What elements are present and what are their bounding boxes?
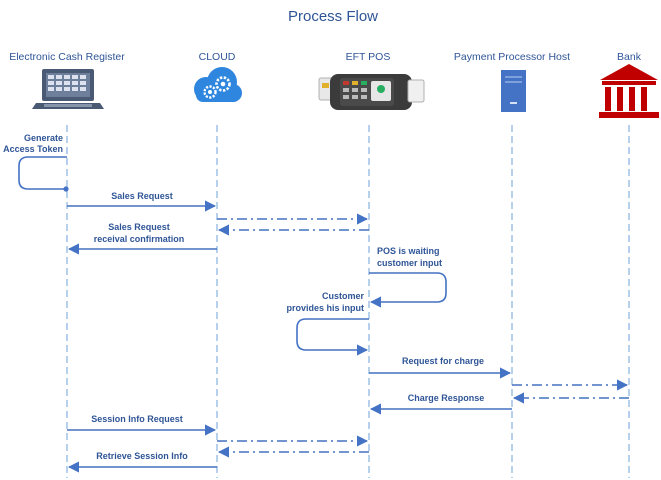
label-generate-token-1: Generate <box>24 133 63 143</box>
label-sales-request: Sales Request <box>111 191 173 201</box>
label-charge-response: Charge Response <box>408 393 485 403</box>
actor-label-eftpos: EFT POS <box>346 51 391 63</box>
cash-register-icon <box>32 69 104 109</box>
label-sales-confirm-1: Sales Request <box>108 222 170 232</box>
actor-label-cloud: CLOUD <box>199 51 236 63</box>
label-customer-input-2: provides his input <box>286 303 364 313</box>
label-customer-input-1: Customer <box>322 291 365 301</box>
label-retrieve-session-info: Retrieve Session Info <box>96 451 188 461</box>
label-request-charge: Request for charge <box>402 356 484 366</box>
label-session-info-request: Session Info Request <box>91 414 183 424</box>
actor-label-processor: Payment Processor Host <box>454 51 570 63</box>
arrow-generate-token <box>18 156 67 190</box>
card-terminal-icon <box>318 74 425 110</box>
token-dot <box>63 186 69 192</box>
actor-label-ecr: Electronic Cash Register <box>9 51 125 63</box>
cloud-gear-icon <box>194 67 242 102</box>
label-pos-waiting-1: POS is waiting <box>377 246 440 256</box>
server-icon <box>501 70 526 112</box>
label-sales-confirm-2: receival confirmation <box>94 234 185 244</box>
bank-building-icon <box>599 64 659 118</box>
actor-label-bank: Bank <box>617 51 642 63</box>
label-generate-token-2: Access Token <box>3 144 63 154</box>
label-pos-waiting-2: customer input <box>377 258 442 268</box>
diagram-title: Process Flow <box>288 8 378 25</box>
arrow-customer-input <box>296 318 369 356</box>
arrow-pos-waiting <box>369 272 447 308</box>
